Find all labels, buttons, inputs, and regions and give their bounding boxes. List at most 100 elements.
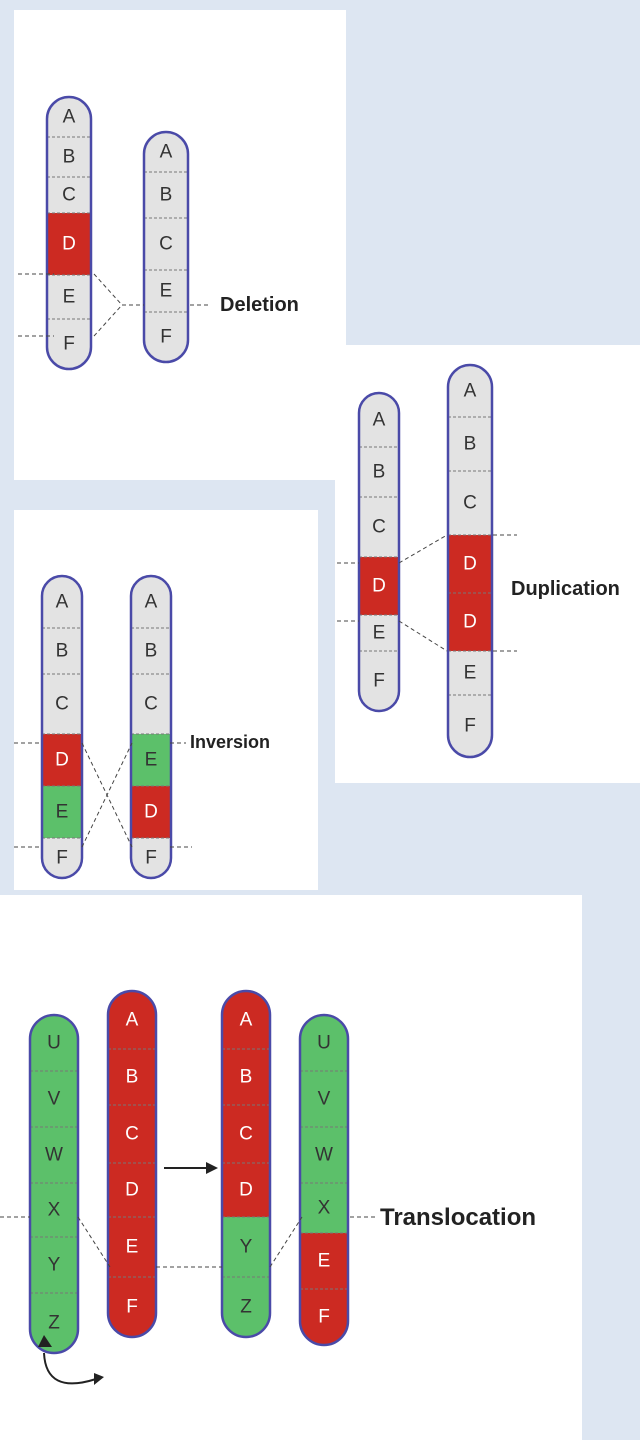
band-label-e: E	[145, 750, 158, 771]
chromosome-band-e	[42, 786, 82, 838]
chromosome-outline	[28, 1013, 80, 1355]
band-label-c: C	[239, 1124, 253, 1145]
band-label-a: A	[160, 142, 173, 163]
band-label-y: Y	[48, 1255, 61, 1276]
translocation-title: Translocation	[380, 1204, 537, 1231]
swap-arrow-icon	[38, 1335, 104, 1385]
chromosome-band-b	[448, 417, 492, 471]
band-label-d: D	[372, 576, 386, 597]
chromosome-band-d	[42, 734, 82, 786]
chromosome-outline	[298, 1013, 350, 1347]
band-label-f: F	[160, 327, 172, 348]
chromosome-band-b	[42, 628, 82, 674]
band-label-e: E	[318, 1251, 331, 1272]
chromosome-band-u	[300, 1015, 348, 1071]
chromosome-outline	[357, 391, 401, 713]
chromosome-band-z	[30, 1293, 78, 1353]
translocation-chromosome-1-before: U V W X Y Z	[28, 1013, 80, 1355]
chromosome-outline	[220, 989, 272, 1339]
chromosome-band-f	[144, 312, 188, 362]
chromosome-outline	[142, 130, 190, 364]
chromosome-band-f	[359, 651, 399, 711]
band-label-c: C	[125, 1124, 139, 1145]
band-label-f: F	[318, 1307, 330, 1328]
chromosome-band-c	[222, 1105, 270, 1163]
inversion-guide-lines	[14, 742, 192, 848]
chromosome-band-c	[448, 471, 492, 535]
band-label-a: A	[373, 410, 386, 431]
band-label-w: W	[45, 1145, 63, 1166]
band-label-e: E	[56, 802, 69, 823]
chromosome-band-z	[222, 1277, 270, 1337]
chromosome-band-d	[359, 557, 399, 615]
band-label-e: E	[126, 1237, 139, 1258]
chromosome-band-b	[108, 1049, 156, 1105]
band-label-a: A	[56, 592, 69, 613]
band-label-a: A	[63, 107, 76, 128]
band-label-c: C	[372, 517, 386, 538]
band-label-f: F	[63, 334, 75, 355]
band-label-y: Y	[240, 1237, 253, 1258]
band-label-z: Z	[48, 1313, 60, 1334]
chromosome-band-b	[222, 1049, 270, 1105]
chromosome-band-x	[300, 1183, 348, 1233]
chromosome-band-f	[47, 319, 91, 369]
band-label-v: V	[48, 1089, 61, 1110]
band-label-u: U	[47, 1033, 61, 1054]
chromosome-band-y	[222, 1217, 270, 1277]
band-label-z: Z	[240, 1297, 252, 1318]
chromosome-band-e	[47, 275, 91, 319]
band-label-d: D	[144, 802, 158, 823]
chromosome-band-d	[448, 535, 492, 593]
chromosome-band-b	[144, 172, 188, 218]
band-label-u: U	[317, 1033, 331, 1054]
band-label-c: C	[463, 493, 477, 514]
chromosome-band-v	[30, 1071, 78, 1127]
band-label-d: D	[125, 1180, 139, 1201]
band-label-x: X	[48, 1200, 61, 1221]
chromosome-band-d	[222, 1163, 270, 1217]
arrow-right-icon	[164, 1162, 218, 1174]
band-label-e: E	[373, 623, 386, 644]
band-label-a: A	[145, 592, 158, 613]
chromosome-band-c	[144, 218, 188, 270]
chromosome-band-d	[108, 1163, 156, 1217]
chromosome-band-d	[448, 593, 492, 651]
chromosome-outline	[446, 363, 494, 759]
chromosome-band-c	[42, 674, 82, 734]
band-label-d: D	[55, 750, 69, 771]
duplication-guide-lines	[337, 534, 517, 652]
deletion-guide-lines	[18, 273, 210, 337]
band-label-b: B	[126, 1067, 139, 1088]
chromosome-band-u	[30, 1015, 78, 1071]
chromosome-band-f	[108, 1277, 156, 1337]
band-label-d: D	[463, 612, 477, 633]
band-label-a: A	[240, 1010, 253, 1031]
chromosome-band-c	[47, 177, 91, 213]
band-label-c: C	[144, 694, 158, 715]
band-label-b: B	[464, 434, 477, 455]
chromosome-band-a	[131, 576, 171, 628]
band-label-b: B	[56, 641, 69, 662]
chromosome-band-w	[300, 1127, 348, 1183]
chromosome-band-e	[144, 270, 188, 312]
chromosome-band-x	[30, 1183, 78, 1237]
chromosome-band-e	[359, 615, 399, 651]
chromosome-band-b	[47, 137, 91, 177]
chromosome-band-y	[30, 1237, 78, 1293]
chromosome-band-f	[448, 695, 492, 757]
chromosome-band-a	[108, 991, 156, 1049]
band-label-f: F	[373, 671, 385, 692]
